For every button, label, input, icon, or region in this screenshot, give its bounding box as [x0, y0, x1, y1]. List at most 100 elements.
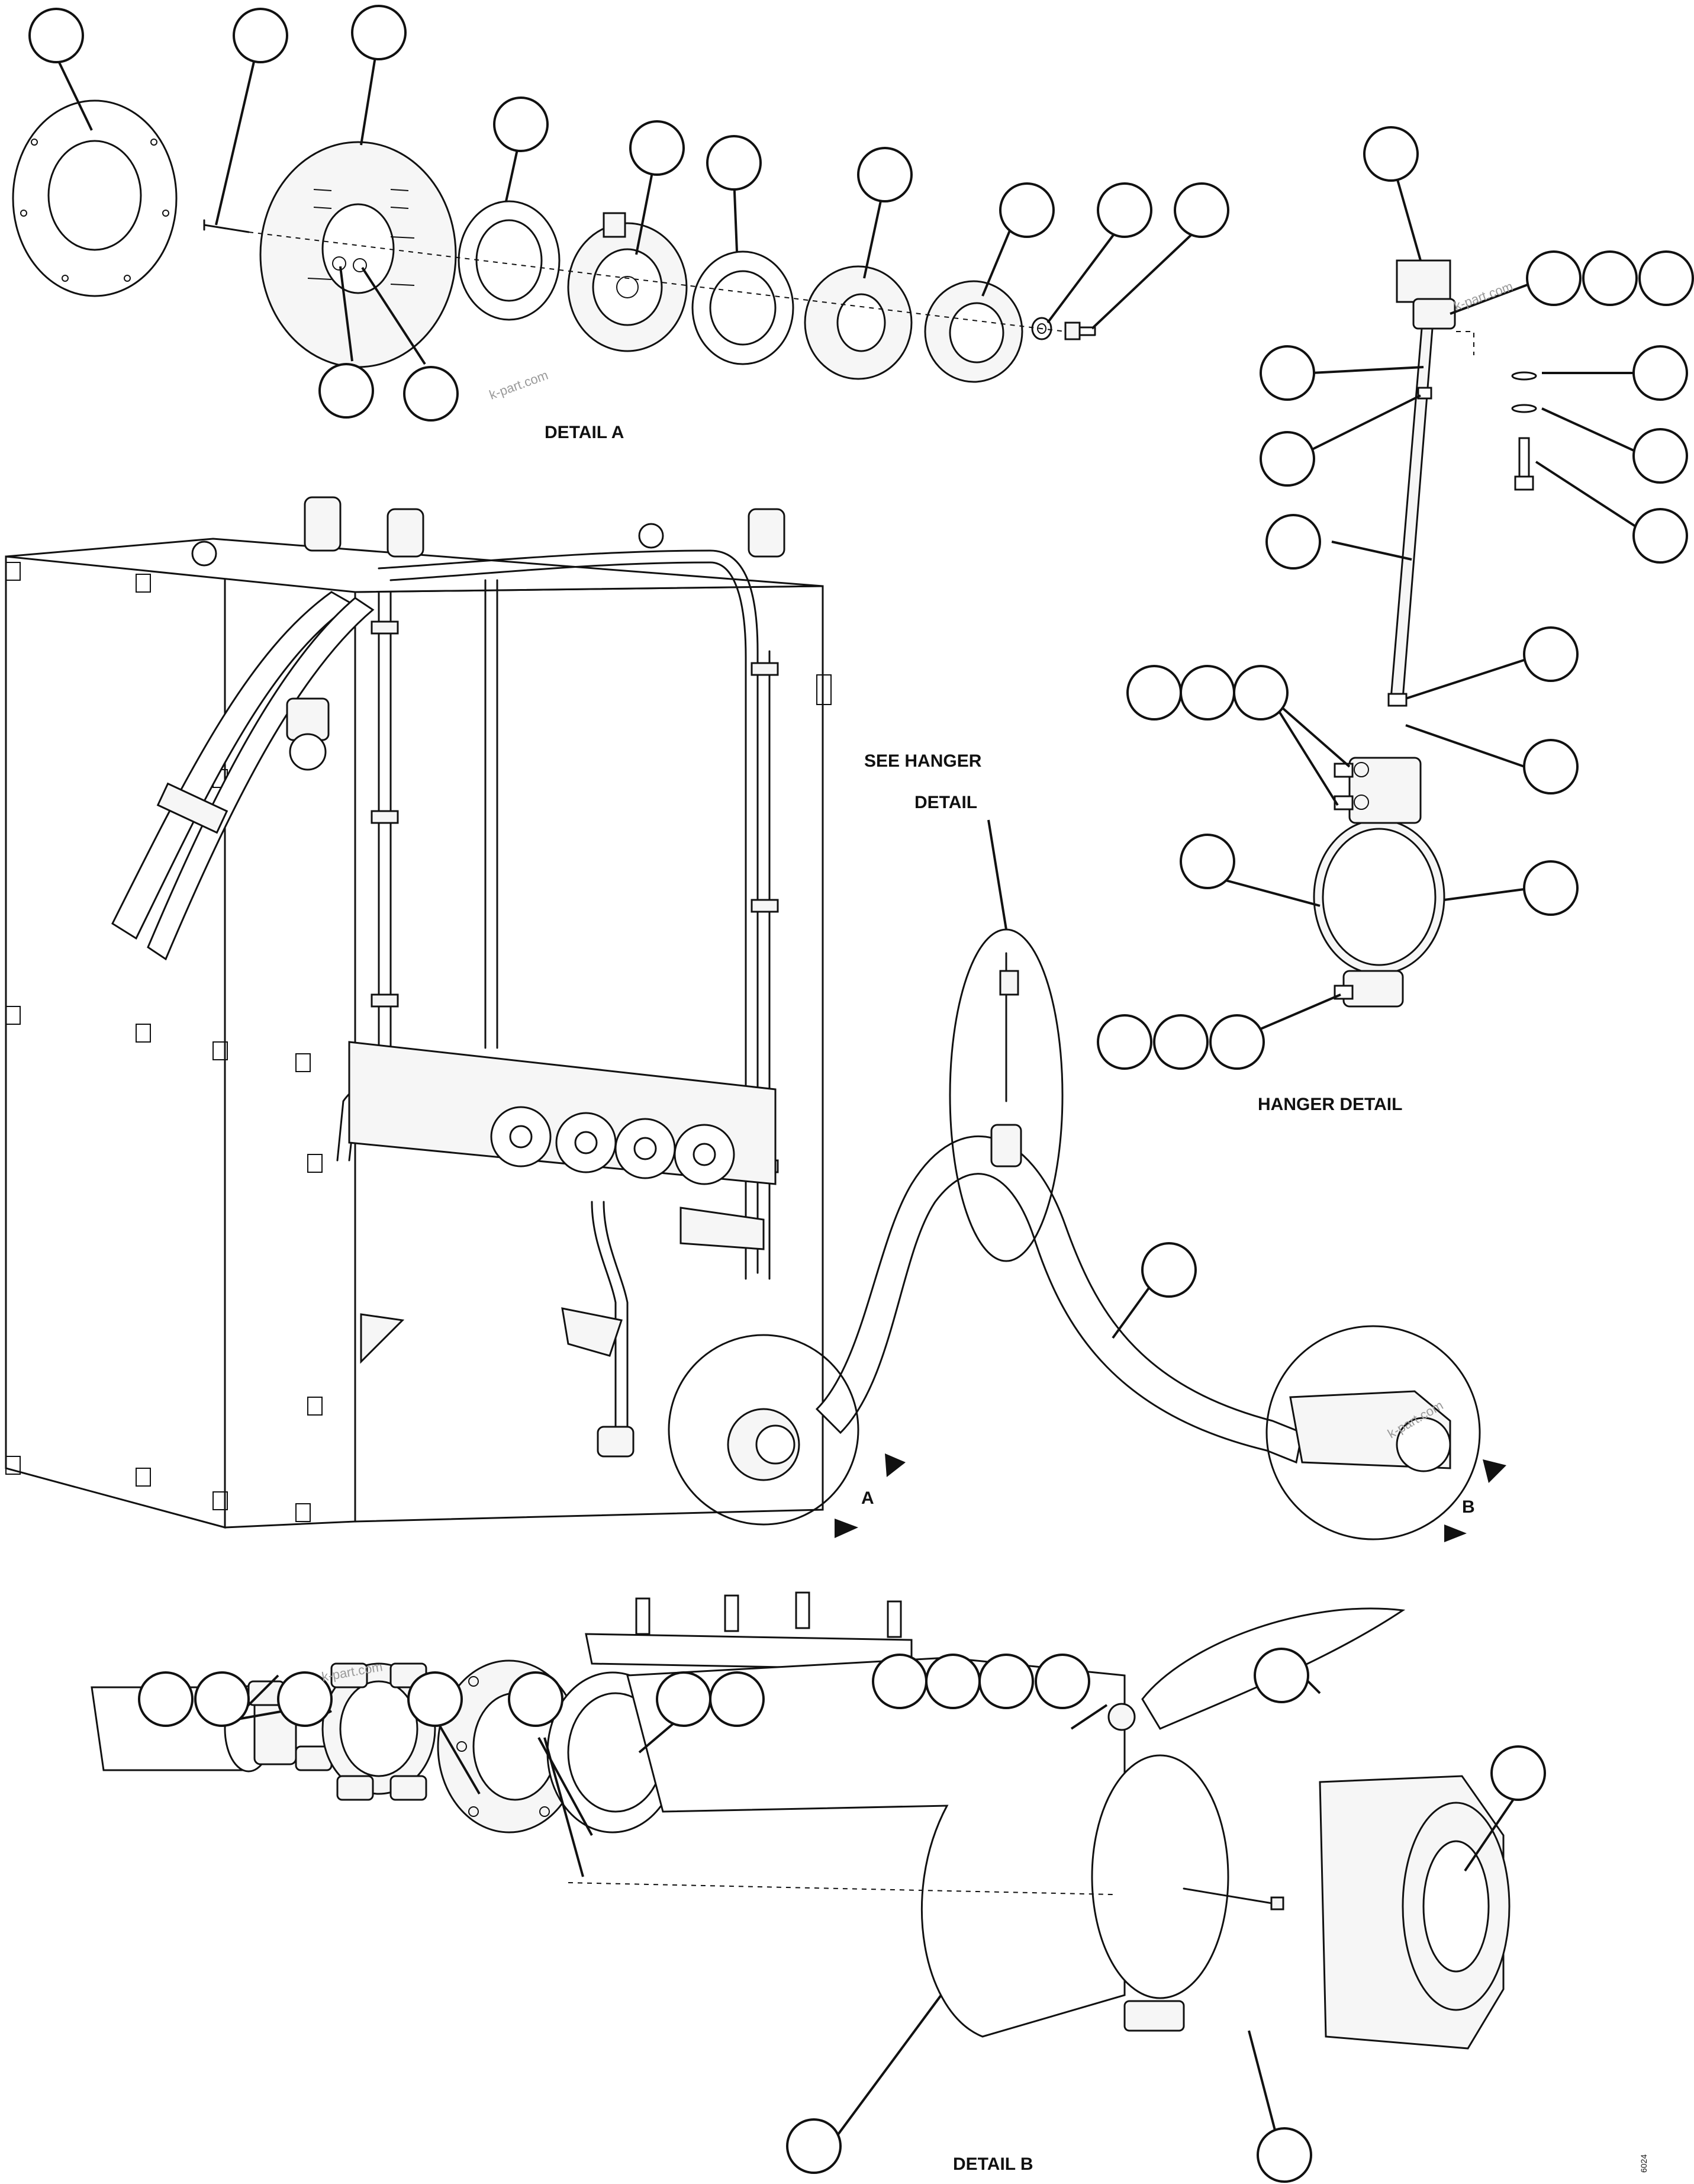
callout-m-1 [1141, 1242, 1197, 1298]
callout-h-18 [1097, 1014, 1152, 1070]
callout-a-12 [403, 366, 459, 422]
callout-a-4 [493, 97, 549, 152]
gasket-small [691, 250, 794, 365]
callouts-hanger: HANGER DETAIL [1097, 126, 1694, 1114]
split-flange-clamp [924, 280, 1023, 383]
callout-a-2 [233, 8, 288, 63]
detail-a-circle [668, 1334, 859, 1526]
watermark-1: k-part.com [487, 368, 550, 403]
callout-b-8 [872, 1654, 927, 1709]
bracket-lower [360, 1207, 765, 1458]
callout-h-20 [1209, 1014, 1265, 1070]
callout-a-3 [351, 5, 407, 60]
split-flange-b [321, 1662, 436, 1801]
callout-b-5 [508, 1671, 563, 1727]
gasket-large [12, 99, 178, 297]
callout-h-10 [1632, 508, 1688, 564]
callout-h-8 [1632, 345, 1688, 401]
cap-screw [1064, 321, 1096, 340]
view-b-arrow-head [1483, 1459, 1506, 1483]
callout-h-16 [1180, 834, 1235, 889]
callout-h-17 [1523, 860, 1579, 916]
callout-h-2 [1526, 250, 1582, 306]
lifting-eyes [191, 523, 664, 567]
suction-hose [815, 1135, 1303, 1464]
tank-panel-tabs [5, 562, 832, 1522]
callout-b-4 [407, 1671, 463, 1727]
tank-left-panel [5, 555, 226, 1529]
pump-flange-assembly [567, 212, 688, 352]
housing-studs [635, 1591, 902, 1638]
view-a-label: A [861, 1488, 874, 1508]
drawing-code: 6024 [1639, 2154, 1648, 2173]
hanger-washer-1 [1511, 371, 1537, 381]
callout-a-8 [999, 182, 1055, 238]
callout-a-9 [1097, 182, 1152, 238]
callout-h-6 [1260, 431, 1315, 487]
callout-b-7 [709, 1671, 765, 1727]
callouts-detail-b: DETAIL B [138, 1648, 1546, 2183]
callout-b-12 [1254, 1648, 1309, 1703]
callout-h-3 [1582, 250, 1638, 306]
callout-b-11 [1035, 1654, 1090, 1709]
spacer-ring [804, 265, 913, 380]
view-a-arrow-head [885, 1453, 906, 1477]
callouts-main: SEE HANGER DETAIL A B [861, 751, 1475, 1517]
callout-b-1 [138, 1671, 194, 1727]
callout-h-14 [1180, 665, 1235, 721]
callout-h-5 [1260, 345, 1315, 401]
sight-gauge [286, 697, 330, 771]
hanger-detail-group [1313, 259, 1537, 1008]
callout-h-4 [1638, 250, 1694, 306]
suction-housing [585, 1591, 1406, 2038]
callout-b-6 [656, 1671, 711, 1727]
hanger-rod [1390, 327, 1434, 700]
hanger-callout-ellipse [949, 928, 1064, 1262]
watermark-2: k-part.com [1452, 279, 1515, 314]
detail-b-title: DETAIL B [953, 2154, 1033, 2174]
see-hanger-line-1: SEE HANGER [864, 751, 982, 771]
view-b-arrow-tail [1444, 1524, 1467, 1542]
callout-b-14 [786, 2118, 842, 2174]
callout-h-12 [1523, 739, 1579, 795]
callout-a-10 [1174, 182, 1229, 238]
detail-a-group [12, 99, 1096, 383]
hanger-clamp [1313, 757, 1445, 1008]
view-arrows [835, 1453, 1506, 1542]
view-a-arrow-tail [835, 1519, 858, 1538]
callout-b-13 [1490, 1745, 1546, 1801]
strainer-cap [1319, 1775, 1511, 2050]
hanger-detail-title: HANGER DETAIL [1258, 1095, 1402, 1114]
hanger-mount-block [1396, 259, 1451, 303]
callout-b-10 [978, 1654, 1034, 1709]
callout-a-11 [318, 363, 374, 419]
callout-h-9 [1632, 428, 1688, 484]
callout-h-19 [1153, 1014, 1209, 1070]
valve-manifold [348, 1041, 777, 1185]
detail-a-centerline [248, 231, 1066, 332]
callout-b-15 [1257, 2127, 1312, 2183]
tank-assembly [5, 496, 832, 1529]
callout-b-9 [925, 1654, 981, 1709]
callout-h-1 [1363, 126, 1419, 182]
callout-h-11 [1523, 626, 1579, 682]
callout-a-7 [857, 147, 913, 202]
gasket-medium [458, 200, 561, 321]
detail-b-circle [1265, 1325, 1481, 1540]
callout-b-3 [277, 1671, 333, 1727]
detail-a-title: DETAIL A [545, 423, 624, 442]
view-b-label: B [1462, 1497, 1475, 1517]
hanger-bolt [1514, 437, 1534, 491]
callout-b-2 [194, 1671, 250, 1727]
callout-h-13 [1126, 665, 1182, 721]
see-hanger-line-2: DETAIL [914, 793, 977, 812]
callout-h-15 [1233, 665, 1289, 721]
callout-h-7 [1265, 514, 1321, 570]
callout-a-1 [28, 8, 84, 63]
callouts-detail-a: DETAIL A [28, 5, 1229, 442]
callout-a-5 [629, 120, 685, 176]
breather-caps [304, 496, 785, 558]
stud-bolt [203, 219, 250, 233]
retaining-rod [1183, 1887, 1284, 1910]
